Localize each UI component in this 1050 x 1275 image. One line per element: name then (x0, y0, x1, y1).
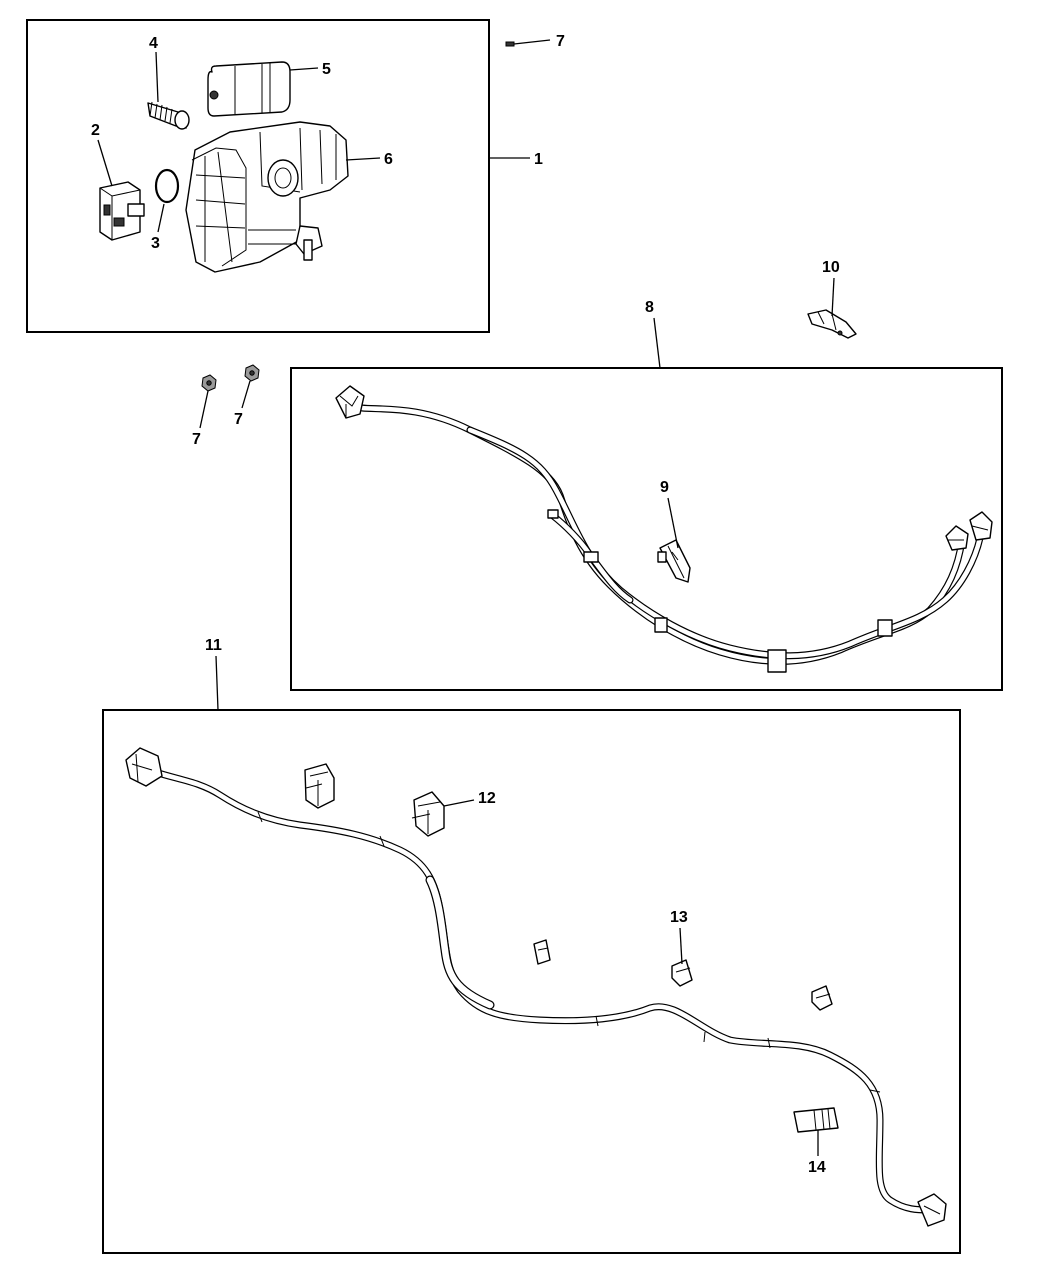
leader-11 (215, 655, 219, 711)
leader-7-left (199, 390, 209, 429)
part-6-canister (185, 121, 349, 273)
leader-10 (831, 277, 835, 317)
leader-3 (157, 203, 165, 233)
leader-9 (667, 497, 679, 549)
assembly-box-8 (290, 367, 1003, 691)
part-10-bracket (807, 309, 857, 339)
callout-13: 13 (670, 909, 688, 926)
leader-13 (679, 927, 683, 965)
part-11-fuel-line (125, 747, 947, 1227)
callout-7-right: 7 (234, 411, 243, 428)
leader-8 (653, 317, 661, 369)
callout-2: 2 (91, 122, 100, 139)
callout-1: 1 (534, 151, 543, 168)
part-12-clip-b (411, 791, 445, 837)
assembly-box-1 (26, 19, 490, 333)
part-8-harness (335, 385, 993, 673)
part-13-clip-b (671, 959, 693, 987)
callout-9: 9 (660, 479, 669, 496)
callout-10: 10 (822, 259, 840, 276)
callout-14: 14 (808, 1159, 826, 1176)
part-2-valve (99, 181, 145, 241)
leader-6 (345, 157, 381, 161)
part-7-nut-top (505, 41, 515, 47)
callout-5: 5 (322, 61, 331, 78)
part-4-hose (147, 101, 190, 130)
assembly-box-11 (102, 709, 961, 1254)
callout-12: 12 (478, 790, 496, 807)
callout-7-top: 7 (556, 33, 565, 50)
callout-11: 11 (205, 637, 222, 654)
callout-7-left: 7 (192, 431, 201, 448)
part-13-clip-c (811, 985, 833, 1011)
part-7-nut-left (201, 374, 217, 392)
leader-2 (97, 139, 113, 187)
part-7-nut-right (244, 364, 260, 382)
leader-12 (443, 799, 475, 807)
callout-8: 8 (645, 299, 654, 316)
callout-6: 6 (384, 151, 393, 168)
part-5-filter (207, 61, 291, 117)
leader-4 (155, 51, 159, 103)
part-14-tag (793, 1107, 839, 1133)
leader-7-top (513, 39, 551, 45)
part-12-clip-a (304, 763, 335, 809)
part-3-o-ring (154, 168, 180, 204)
leader-5 (289, 67, 319, 71)
callout-4: 4 (149, 35, 158, 52)
leader-7-right (241, 380, 251, 409)
part-13-clip-a (533, 939, 551, 965)
callout-3: 3 (151, 235, 160, 252)
part-9-clip (657, 539, 691, 583)
